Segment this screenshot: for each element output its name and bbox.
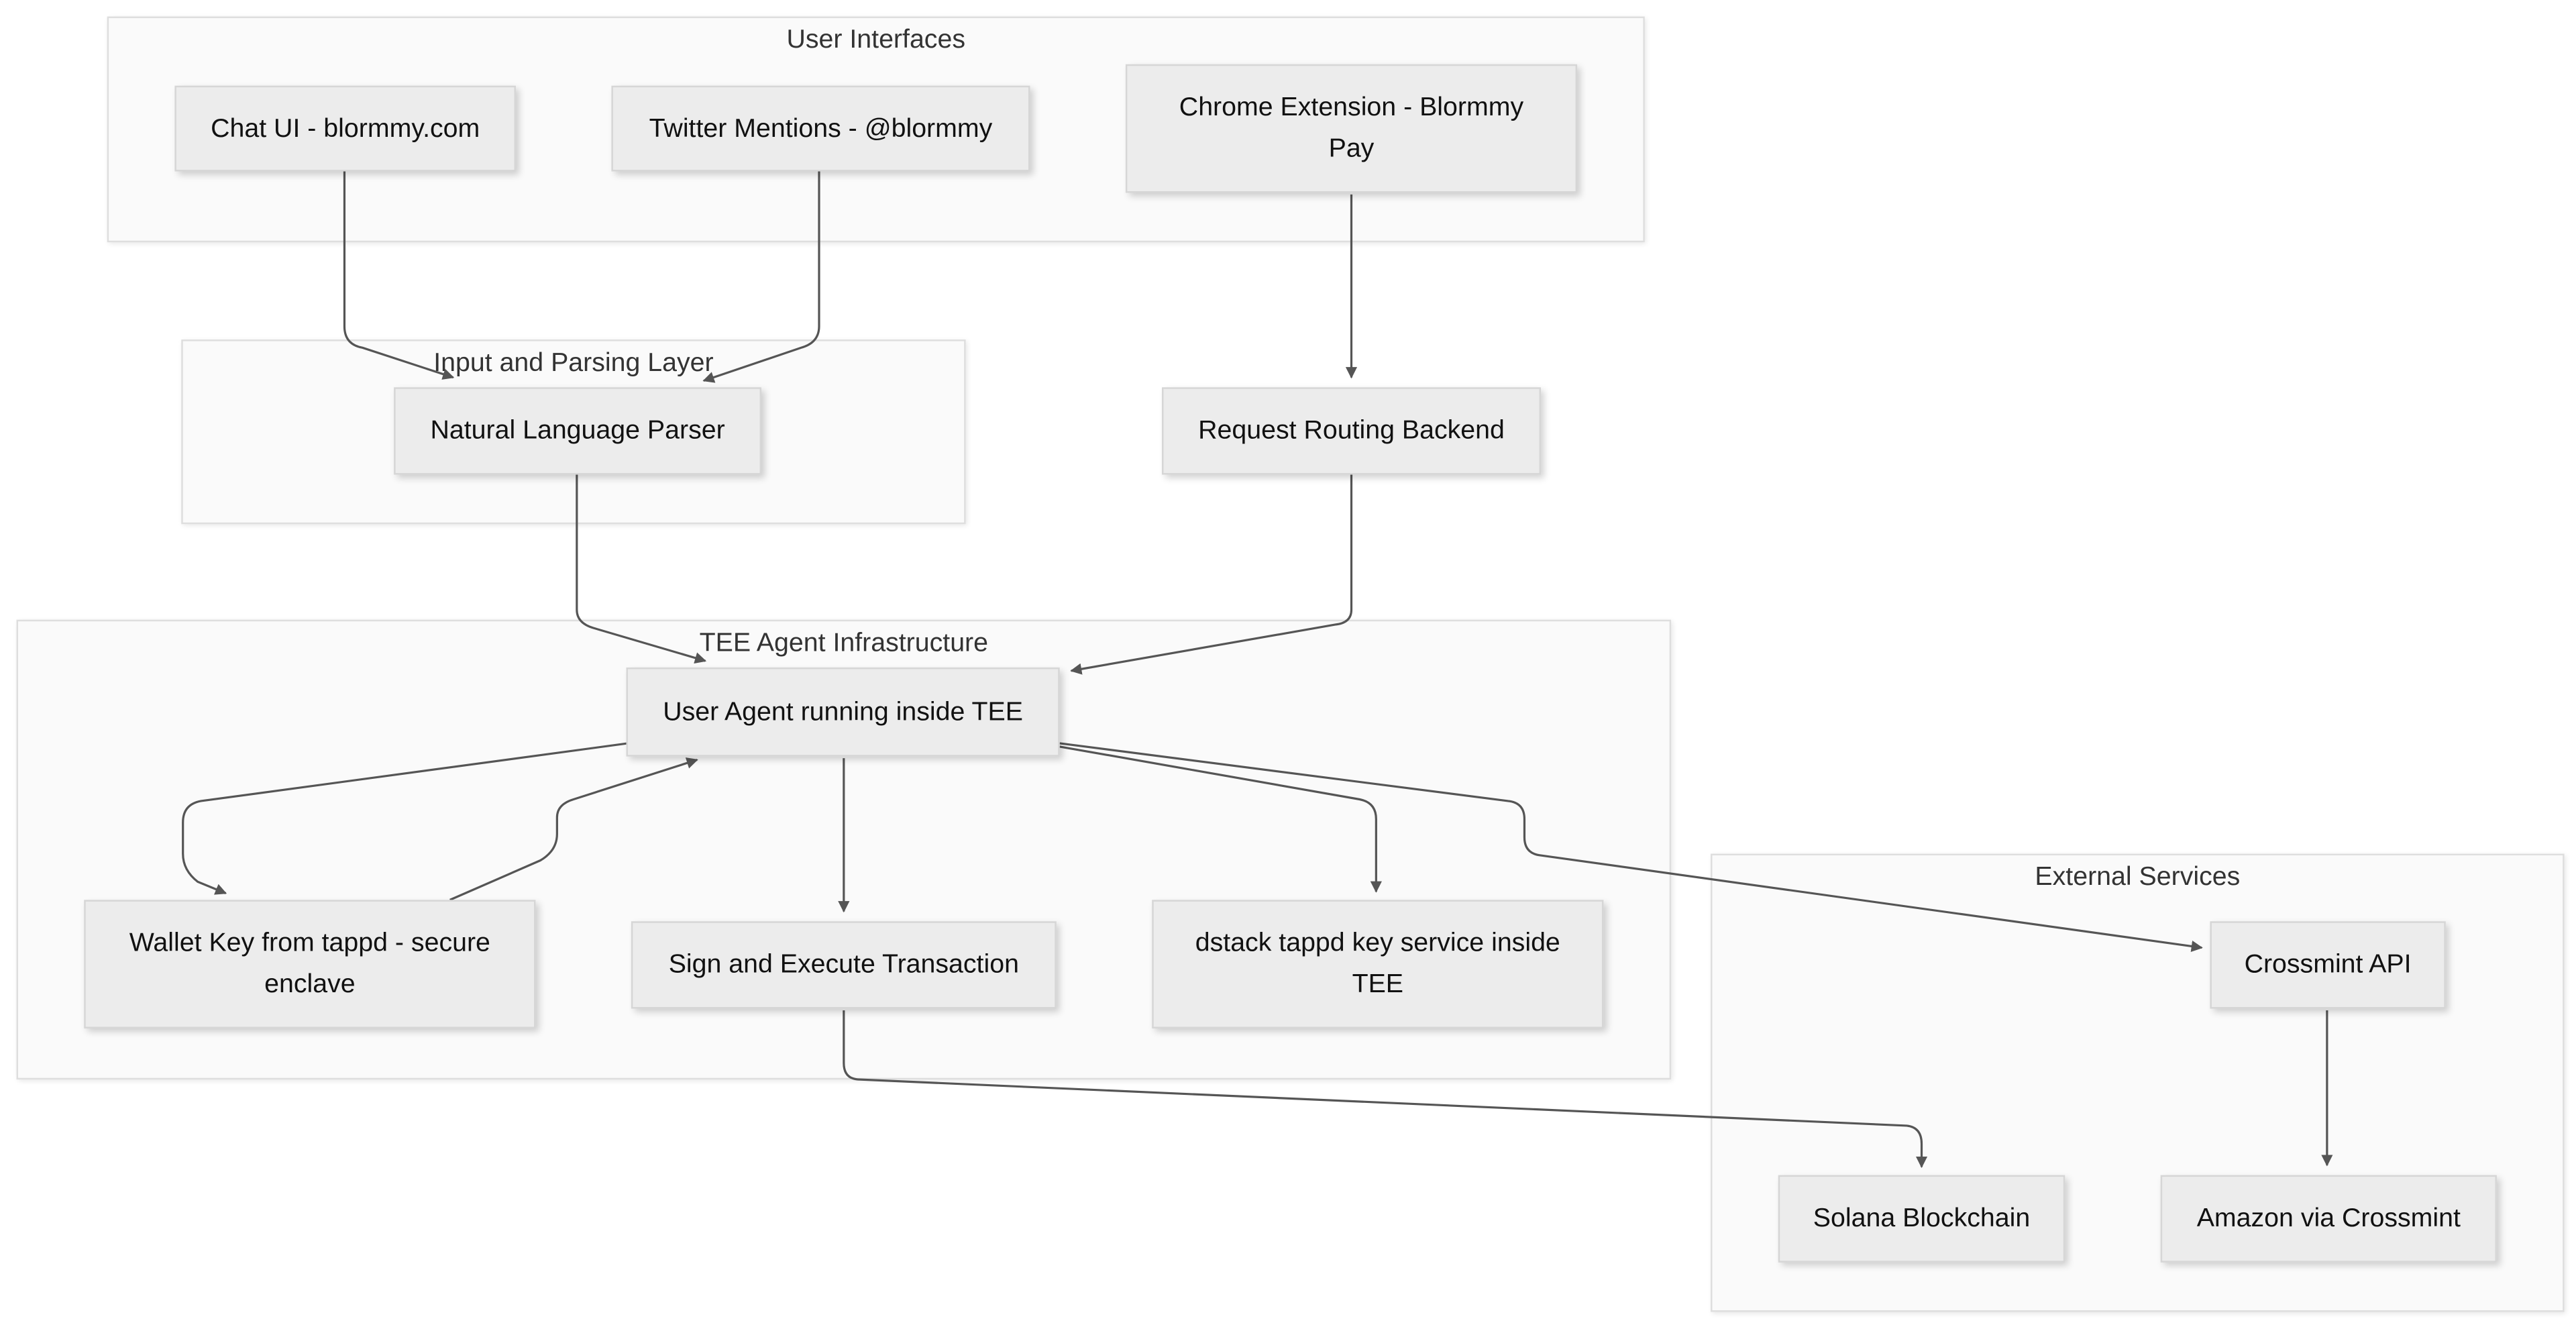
edge-agent-to-dstack	[1059, 745, 1382, 893]
node-solana-blockchain[interactable]: Solana Blockchain	[1778, 1175, 2065, 1263]
edge-chat-to-parser	[343, 171, 455, 380]
node-natural-language-parser[interactable]: Natural Language Parser	[394, 387, 761, 475]
node-wallet-key-label: Wallet Key from tappd - secure enclave	[129, 929, 490, 999]
edge-routing-to-agent	[1070, 474, 1353, 675]
node-solana-blockchain-label: Solana Blockchain	[1813, 1204, 2031, 1233]
node-dstack-tappd[interactable]: dstack tappd key service inside TEE	[1152, 900, 1604, 1028]
node-amazon-crossmint-label: Amazon via Crossmint	[2196, 1204, 2461, 1233]
node-chat-ui-label: Chat UI - blormmy.com	[211, 114, 480, 143]
node-twitter-mentions[interactable]: Twitter Mentions - @blormmy	[611, 85, 1030, 172]
node-request-routing-backend-label: Request Routing Backend	[1198, 417, 1505, 445]
edge-sign-to-solana	[843, 1010, 1928, 1169]
edge-wallet-to-agent	[449, 757, 698, 901]
node-sign-execute[interactable]: Sign and Execute Transaction	[631, 921, 1057, 1009]
node-user-agent[interactable]: User Agent running inside TEE	[626, 667, 1060, 757]
cluster-title-external-services: External Services	[2035, 863, 2241, 892]
edge-agent-to-crossmint	[1059, 742, 2203, 952]
edge-parser-to-agent	[576, 474, 707, 664]
cluster-title-tee-infrastructure: TEE Agent Infrastructure	[699, 629, 989, 658]
node-chrome-extension-label: Chrome Extension - Blormmy Pay	[1179, 94, 1524, 164]
edge-agent-to-wallet	[182, 742, 629, 895]
node-crossmint-api[interactable]: Crossmint API	[2210, 921, 2446, 1009]
cluster-title-input-parsing: Input and Parsing Layer	[433, 349, 714, 378]
node-sign-execute-label: Sign and Execute Transaction	[668, 951, 1019, 979]
node-crossmint-api-label: Crossmint API	[2244, 951, 2412, 979]
node-wallet-key[interactable]: Wallet Key from tappd - secure enclave	[84, 900, 536, 1028]
node-user-agent-label: User Agent running inside TEE	[663, 698, 1023, 727]
edge-twitter-to-parser	[702, 171, 820, 383]
node-twitter-mentions-label: Twitter Mentions - @blormmy	[649, 114, 993, 143]
node-amazon-crossmint[interactable]: Amazon via Crossmint	[2160, 1175, 2497, 1263]
node-chrome-extension[interactable]: Chrome Extension - Blormmy Pay	[1125, 64, 1578, 193]
node-dstack-tappd-label: dstack tappd key service inside TEE	[1195, 929, 1560, 999]
node-chat-ui[interactable]: Chat UI - blormmy.com	[174, 85, 516, 172]
cluster-title-user-interfaces: User Interfaces	[786, 26, 965, 55]
node-natural-language-parser-label: Natural Language Parser	[430, 417, 725, 445]
node-request-routing-backend[interactable]: Request Routing Backend	[1161, 387, 1542, 475]
